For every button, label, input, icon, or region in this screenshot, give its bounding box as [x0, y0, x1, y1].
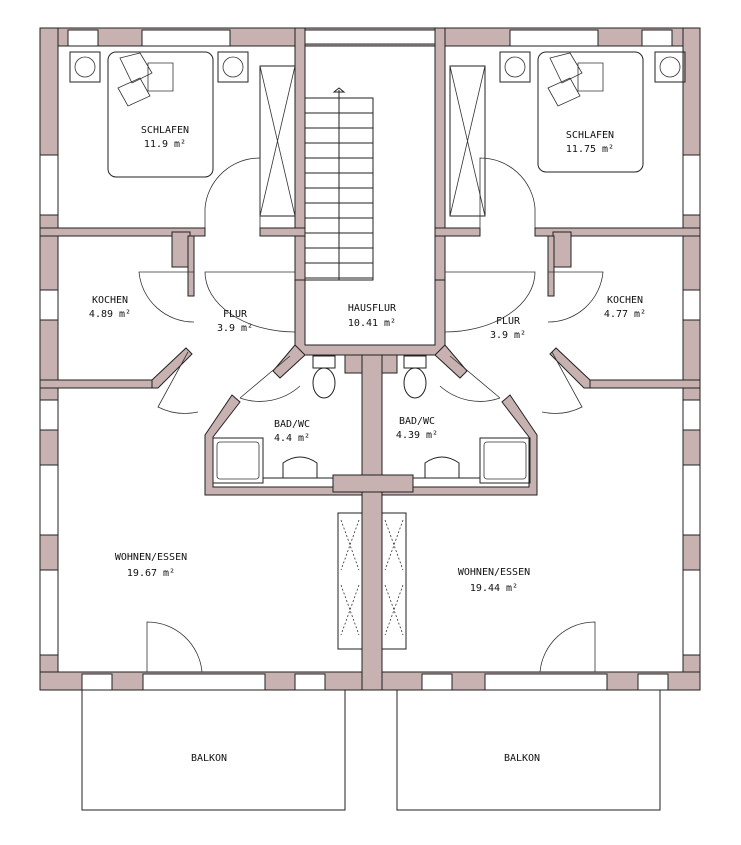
room-area: 4.4 m² — [274, 433, 310, 444]
balcony-left — [81, 689, 346, 811]
window — [39, 569, 59, 656]
window — [67, 29, 99, 47]
doors — [138, 157, 604, 673]
room-name: FLUR — [223, 309, 248, 320]
balcony-right — [396, 689, 661, 811]
balcony-door — [484, 673, 608, 691]
walls — [39, 27, 701, 691]
shower — [212, 437, 264, 484]
window — [39, 289, 59, 321]
room-name: KOCHEN — [92, 295, 128, 306]
wall — [549, 347, 591, 389]
room-name: SCHLAFEN — [141, 125, 189, 136]
room-area: 19.44 m² — [470, 583, 518, 594]
window — [141, 29, 231, 47]
shaft — [171, 231, 191, 268]
room-area: 19.67 m² — [127, 568, 175, 579]
window — [682, 289, 701, 321]
window — [641, 29, 673, 47]
wall — [259, 227, 306, 237]
room-area: 4.89 m² — [89, 309, 131, 320]
windows — [39, 29, 701, 691]
room-name: BALKON — [191, 753, 227, 764]
cabinet — [381, 512, 407, 650]
furniture — [69, 51, 686, 650]
window — [682, 154, 701, 216]
wall — [434, 227, 481, 237]
shaft — [332, 474, 414, 493]
toilet — [403, 355, 427, 369]
window — [81, 673, 113, 691]
room-area: 10.41 m² — [348, 318, 396, 329]
window — [637, 673, 669, 691]
room-name: BAD/WC — [399, 416, 435, 427]
room-area: 3.9 m² — [217, 323, 253, 334]
room-name: WOHNEN/ESSEN — [458, 567, 530, 578]
nightstand — [499, 51, 531, 83]
balcony-door — [142, 673, 266, 691]
room-name: SCHLAFEN — [566, 130, 614, 141]
wall — [39, 227, 206, 237]
room-area: 4.77 m² — [604, 309, 646, 320]
party-wall — [361, 354, 383, 691]
bed — [107, 51, 214, 178]
basin — [424, 456, 460, 478]
basin — [282, 456, 318, 478]
shower — [479, 437, 531, 484]
room-name: KOCHEN — [607, 295, 643, 306]
nightstand — [217, 51, 249, 83]
room-name: WOHNEN/ESSEN — [115, 552, 187, 563]
bed — [537, 51, 644, 173]
wall — [272, 344, 306, 379]
wall — [151, 347, 193, 389]
room-labels: SCHLAFEN 11.9 m² SCHLAFEN 11.75 m² KOCHE… — [89, 125, 646, 764]
wall — [547, 235, 555, 297]
room-area: 11.75 m² — [566, 144, 614, 155]
wardrobe — [449, 65, 486, 217]
wall — [434, 344, 468, 379]
room-name: BALKON — [504, 753, 540, 764]
stairs — [304, 87, 374, 281]
stair-wall-left — [294, 27, 306, 281]
wall — [534, 227, 701, 237]
wall — [39, 379, 153, 389]
nightstand — [654, 51, 686, 83]
window — [294, 673, 326, 691]
cabinet — [337, 512, 363, 650]
room-name: HAUSFLUR — [348, 303, 397, 314]
window — [39, 464, 59, 536]
toilet — [312, 355, 336, 369]
room-name: FLUR — [496, 316, 521, 327]
balconies — [81, 689, 661, 811]
window — [39, 154, 59, 216]
window — [682, 464, 701, 536]
wall — [589, 379, 701, 389]
nightstand — [69, 51, 101, 83]
room-area: 4.39 m² — [396, 430, 438, 441]
wall — [187, 235, 195, 297]
window — [682, 399, 701, 431]
stair-wall-right — [434, 27, 446, 281]
window — [682, 569, 701, 656]
window — [304, 29, 436, 45]
room-area: 3.9 m² — [490, 330, 526, 341]
wardrobe — [259, 65, 296, 217]
window — [421, 673, 453, 691]
window — [39, 399, 59, 431]
room-area: 11.9 m² — [144, 139, 186, 150]
room-name: BAD/WC — [274, 419, 310, 430]
shaft — [552, 231, 572, 268]
window — [509, 29, 599, 47]
